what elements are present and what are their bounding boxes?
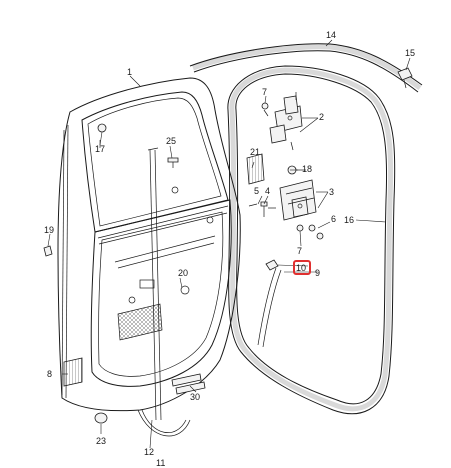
label-2: 2 bbox=[319, 112, 324, 122]
roof-seal-strip bbox=[189, 43, 423, 93]
label-14: 14 bbox=[326, 30, 336, 40]
part-labels: 1 2 3 4 5 6 7 7 8 9 10 11 12 14 15 16 17… bbox=[44, 30, 415, 468]
label-7a: 7 bbox=[262, 87, 267, 97]
door-panel bbox=[57, 77, 241, 412]
label-4: 4 bbox=[265, 186, 270, 196]
label-21: 21 bbox=[250, 147, 260, 157]
clip-part-19 bbox=[43, 245, 53, 257]
label-11: 11 bbox=[156, 458, 165, 468]
leader-lines bbox=[47, 39, 411, 449]
label-20: 20 bbox=[178, 268, 188, 278]
seal-part-9 bbox=[257, 267, 282, 348]
label-7b: 7 bbox=[297, 246, 302, 256]
label-5: 5 bbox=[254, 186, 259, 196]
label-25: 25 bbox=[166, 136, 176, 146]
label-1: 1 bbox=[127, 67, 132, 77]
label-19: 19 bbox=[44, 225, 54, 235]
bolt-part-6 bbox=[308, 224, 324, 240]
plug-part-23 bbox=[94, 412, 108, 424]
label-30: 30 bbox=[190, 392, 200, 402]
bolt-part-5 bbox=[248, 203, 258, 207]
label-23: 23 bbox=[96, 436, 106, 446]
label-10: 10 bbox=[296, 263, 306, 273]
bottom-seal-part-11 bbox=[137, 409, 191, 437]
grommet-part-17 bbox=[97, 123, 107, 146]
upper-hinge-part-2 bbox=[263, 92, 303, 151]
highlight-box-part-10 bbox=[293, 260, 311, 275]
bolt-part-7a bbox=[261, 102, 269, 110]
label-3: 3 bbox=[329, 187, 334, 197]
label-15: 15 bbox=[405, 48, 415, 58]
label-9: 9 bbox=[315, 268, 320, 278]
clip-part-15 bbox=[397, 67, 413, 89]
label-18: 18 bbox=[302, 164, 312, 174]
label-16: 16 bbox=[344, 215, 354, 225]
window-channel-part-12 bbox=[147, 147, 162, 421]
plate-part-21 bbox=[246, 153, 265, 185]
label-17: 17 bbox=[95, 144, 105, 154]
screw-part-25 bbox=[167, 157, 179, 168]
pad-part-30 bbox=[171, 373, 206, 395]
bolt-part-7b bbox=[296, 224, 304, 232]
bolt-part-4 bbox=[260, 201, 268, 217]
lower-hinge-part-3 bbox=[268, 179, 317, 221]
part-10-clip bbox=[265, 259, 279, 271]
pad-part-8 bbox=[63, 357, 83, 387]
label-6: 6 bbox=[331, 214, 336, 224]
label-12: 12 bbox=[144, 447, 154, 457]
label-8: 8 bbox=[47, 369, 52, 379]
